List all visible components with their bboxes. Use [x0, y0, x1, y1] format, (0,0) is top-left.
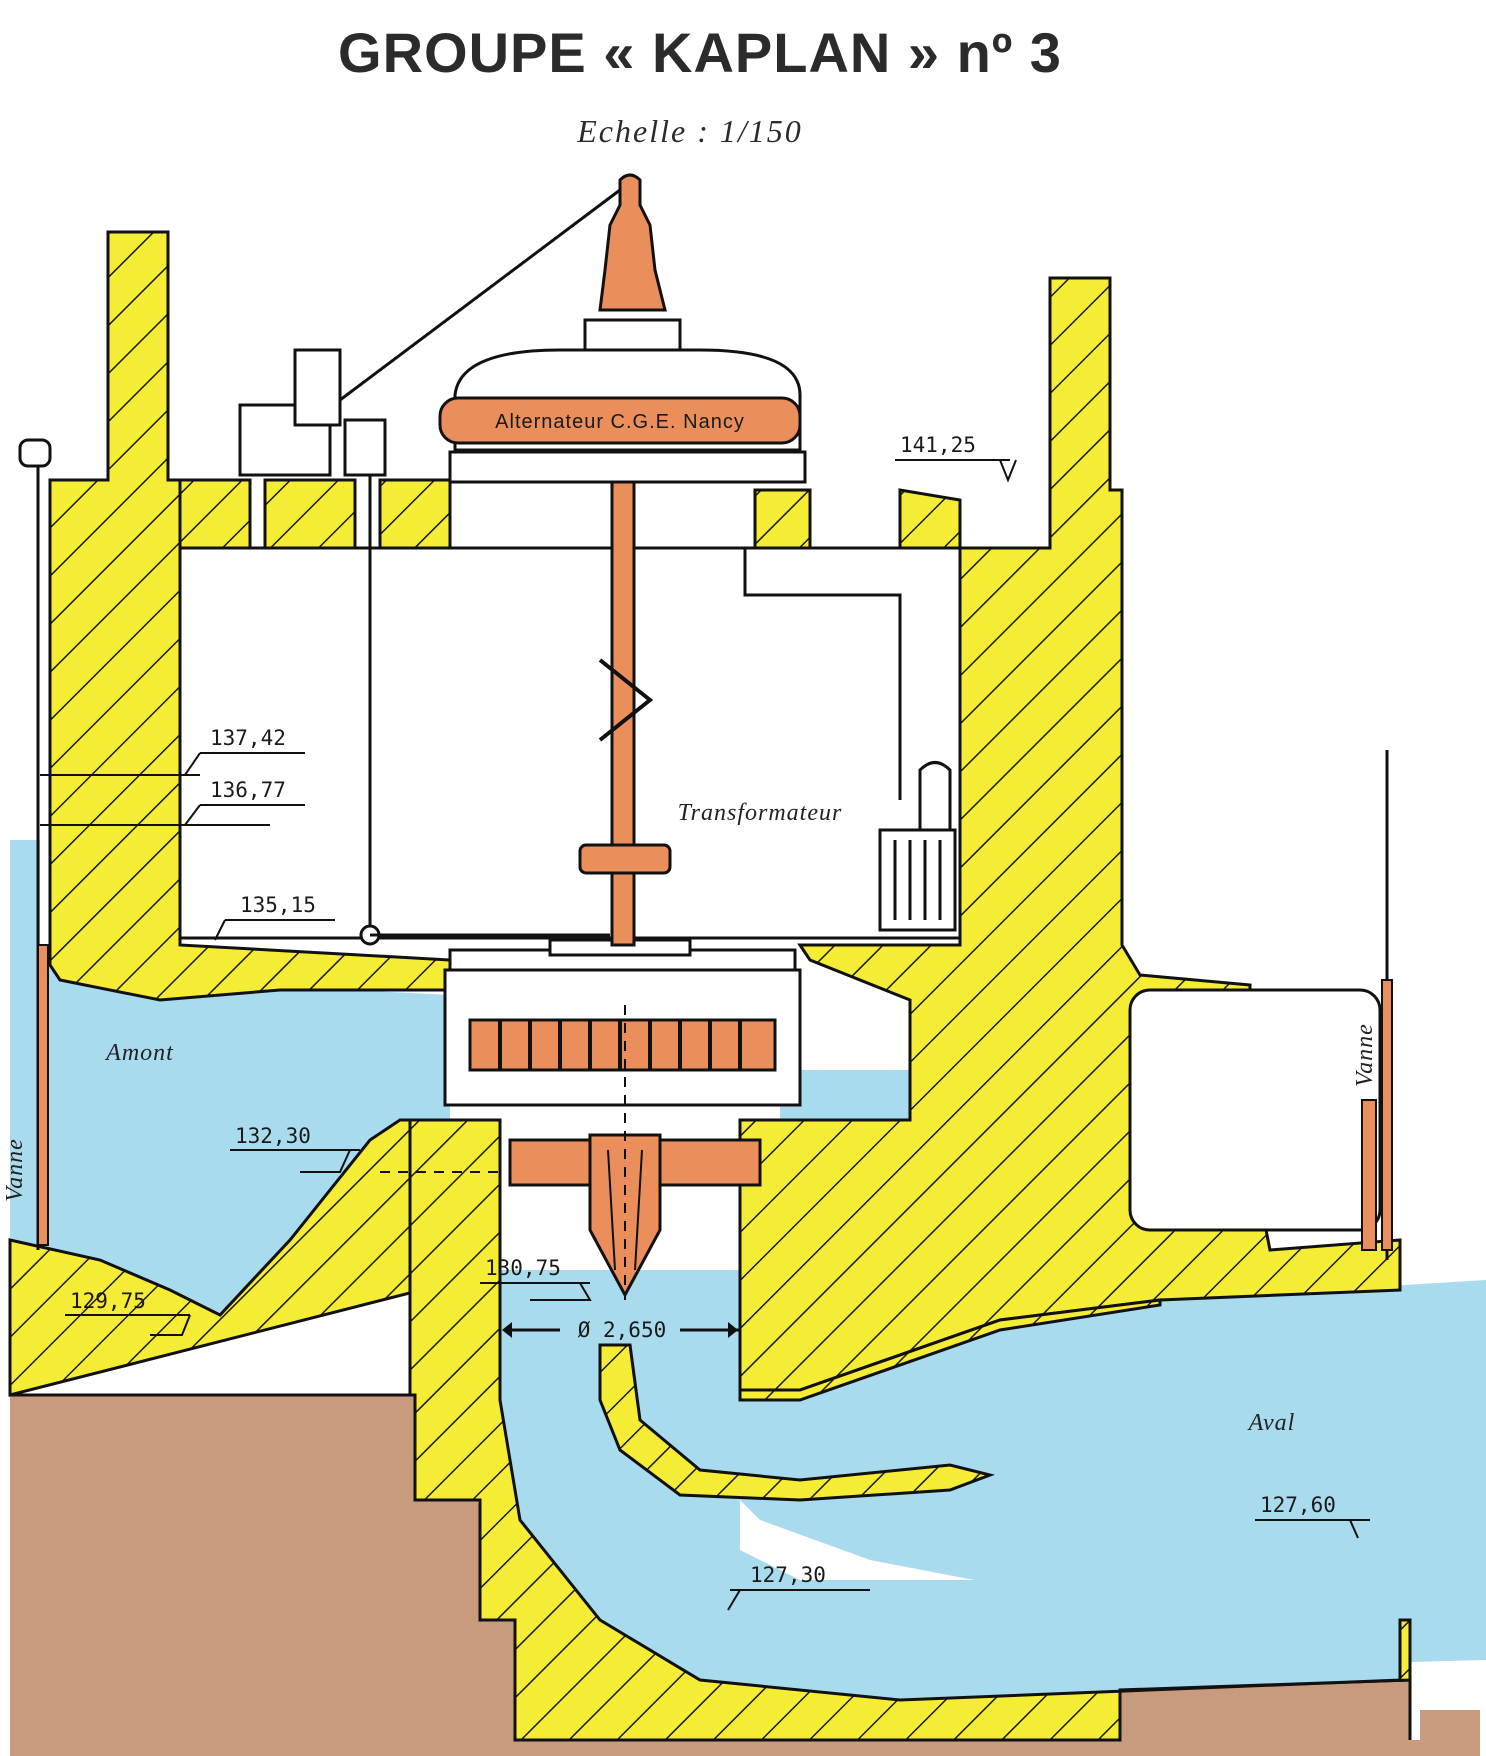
elevation-127-60: 127,60 — [1255, 1493, 1370, 1539]
gate-right-label: Vanne — [1352, 1023, 1378, 1087]
scale-label: Echelle : 1/150 — [576, 113, 802, 149]
upstream-label: Amont — [104, 1040, 174, 1066]
diagram-title: GROUPE « KAPLAN » nº 3 — [338, 21, 1062, 84]
elevation-label: 130,75 — [485, 1256, 561, 1280]
diameter-label: Ø 2,650 — [578, 1318, 667, 1342]
elevation-135-15: 135,15 — [214, 893, 335, 941]
machine-room — [178, 546, 962, 940]
kaplan-unit — [443, 938, 802, 1300]
transformer — [743, 548, 957, 932]
elevation-label: 129,75 — [70, 1289, 146, 1313]
elevation-130-75: 130,75 — [480, 1256, 592, 1301]
elevation-129-75: 129,75 — [65, 1289, 191, 1336]
gate-left-label: Vanne — [2, 1138, 28, 1202]
alternator-label: Alternateur C.G.E. Nancy — [495, 411, 745, 433]
main-shaft — [578, 478, 672, 947]
downstream-label: Aval — [1247, 1410, 1296, 1436]
side-gallery — [1128, 988, 1382, 1232]
elevation-141-25: 141,25 — [895, 433, 1017, 483]
governor-equipment — [238, 188, 621, 946]
elevation-137-42: 137,42 — [40, 726, 305, 776]
downstream-gate — [1361, 750, 1393, 1260]
elevation-label: 141,25 — [900, 433, 976, 457]
elevation-label: 127,30 — [750, 1563, 826, 1587]
elevation-label: 132,30 — [235, 1124, 311, 1148]
elevation-label: 137,42 — [210, 726, 286, 750]
upstream-gate — [18, 438, 52, 1250]
elevation-132-30: 132,30 — [230, 1124, 500, 1173]
elevation-label: 135,15 — [240, 893, 316, 917]
alternator: Alternateur C.G.E. Nancy — [438, 173, 807, 484]
elevation-label: 127,60 — [1260, 1493, 1336, 1517]
elevation-136-77: 136,77 — [40, 778, 305, 826]
elevation-127-30: 127,30 — [727, 1563, 870, 1611]
transformer-label: Transformateur — [678, 800, 843, 826]
diameter-callout: Ø 2,650 — [502, 1318, 740, 1342]
elevation-label: 136,77 — [210, 778, 286, 802]
